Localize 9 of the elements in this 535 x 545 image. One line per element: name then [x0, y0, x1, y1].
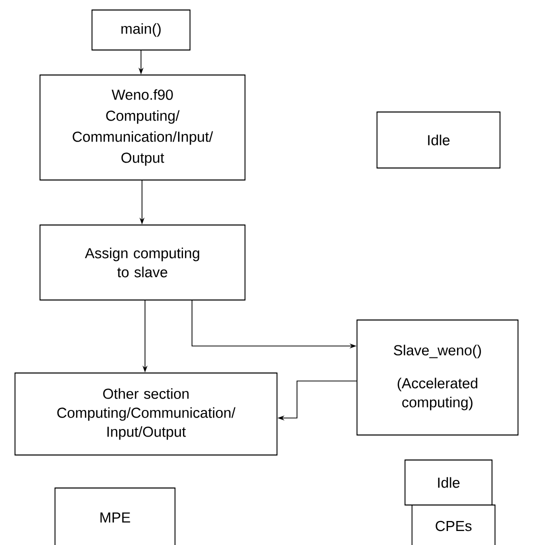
process-box: main(): [92, 10, 190, 50]
process-box: Weno.f90 Computing/ Communication/Input/ Output: [40, 74, 246, 180]
process-box: Idle: [404, 460, 492, 506]
process-box: CPEs: [412, 504, 496, 545]
process-box: MPE: [54, 488, 176, 545]
process-box: Idle: [376, 112, 500, 168]
process-box: Other section Computing/Communication/ Input/Output: [14, 372, 278, 456]
process-box: Slave_weno() (Accelerated computing): [356, 320, 518, 436]
process-box: Assign computing to slave: [40, 224, 246, 300]
